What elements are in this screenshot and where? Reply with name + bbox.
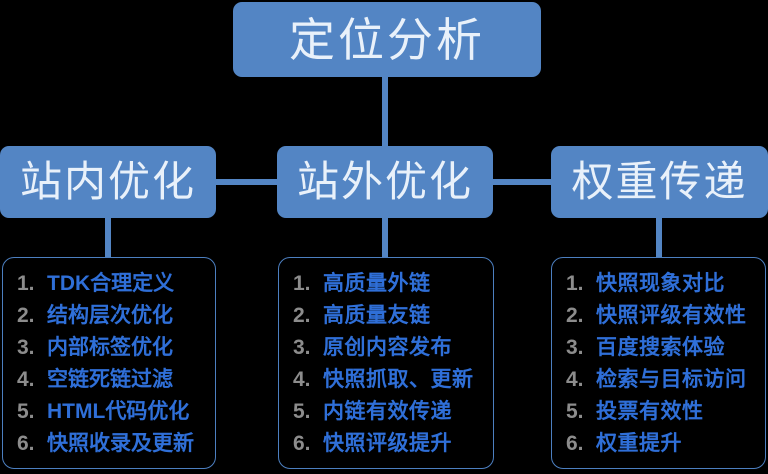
list-item-number: 6. <box>17 432 35 455</box>
list-item-number: 1. <box>17 272 35 295</box>
list-item-number: 1. <box>566 272 584 295</box>
list-item-number: 3. <box>17 336 35 359</box>
branch-node-offsite[interactable]: 站外优化 <box>277 146 493 218</box>
list-panel-weight: 1. 快照现象对比 2. 快照评级有效性 3. 百度搜索体验 4. 检索与目标访问 5.… <box>551 257 766 469</box>
list-item[interactable]: 4. 检索与目标访问 <box>566 363 759 395</box>
list-item[interactable]: 3. 内部标签优化 <box>17 331 209 363</box>
list-item-label: 权重提升 <box>596 432 682 455</box>
list-item-label: 高质量友链 <box>323 304 431 327</box>
branch-node-onsite[interactable]: 站内优化 <box>0 146 216 218</box>
list-item-label: 内部标签优化 <box>47 336 173 359</box>
connector-branch-1-to-panel <box>382 216 388 260</box>
list-item-number: 4. <box>17 368 35 391</box>
list-item-label: 检索与目标访问 <box>596 368 747 391</box>
list-item-label: 空链死链过滤 <box>47 368 173 391</box>
list-item[interactable]: 1. TDK合理定义 <box>17 267 209 299</box>
list-item-number: 5. <box>17 400 35 423</box>
list-item[interactable]: 2. 高质量友链 <box>293 299 487 331</box>
list-item-number: 5. <box>566 400 584 423</box>
list-item[interactable]: 3. 百度搜索体验 <box>566 331 759 363</box>
list-item-number: 5. <box>293 400 311 423</box>
list-item[interactable]: 4. 空链死链过滤 <box>17 363 209 395</box>
list-item-label: 高质量外链 <box>323 272 431 295</box>
list-item-label: 投票有效性 <box>596 400 704 423</box>
list-item-label: 结构层次优化 <box>47 304 173 327</box>
list-item[interactable]: 6. 快照评级提升 <box>293 427 487 459</box>
list-item-label: 快照收录及更新 <box>47 432 194 455</box>
list-item[interactable]: 3. 原创内容发布 <box>293 331 487 363</box>
list-item-label: HTML代码优化 <box>47 400 190 423</box>
list-item[interactable]: 5. HTML代码优化 <box>17 395 209 427</box>
connector-title-to-branch <box>382 77 388 149</box>
list-item-number: 6. <box>293 432 311 455</box>
list-item-number: 3. <box>293 336 311 359</box>
list-item[interactable]: 1. 高质量外链 <box>293 267 487 299</box>
list-item-number: 6. <box>566 432 584 455</box>
list-item-number: 4. <box>293 368 311 391</box>
list-item[interactable]: 5. 投票有效性 <box>566 395 759 427</box>
list-item[interactable]: 6. 快照收录及更新 <box>17 427 209 459</box>
list-item-number: 1. <box>293 272 311 295</box>
branch-node-label: 权重传递 <box>571 158 748 205</box>
connector-branch-left-to-center <box>214 179 279 185</box>
connector-branch-center-to-right <box>491 179 553 185</box>
list-item-label: 快照评级有效性 <box>596 304 747 327</box>
list-panel-offsite: 1. 高质量外链 2. 高质量友链 3. 原创内容发布 4. 快照抓取、更新 5. 内链有… <box>278 257 494 469</box>
list-item-label: 原创内容发布 <box>323 336 452 359</box>
list-item-label: 内链有效传递 <box>323 400 452 423</box>
root-node-label: 定位分析 <box>289 13 485 66</box>
list-item-number: 2. <box>17 304 35 327</box>
list-item[interactable]: 2. 结构层次优化 <box>17 299 209 331</box>
list-item[interactable]: 2. 快照评级有效性 <box>566 299 759 331</box>
list-item-number: 4. <box>566 368 584 391</box>
list-item-label: 快照评级提升 <box>323 432 452 455</box>
branch-node-weight[interactable]: 权重传递 <box>551 146 768 218</box>
connector-branch-0-to-panel <box>105 216 111 260</box>
list-item-number: 3. <box>566 336 584 359</box>
list-item-label: 百度搜索体验 <box>596 336 725 359</box>
list-item-label: 快照现象对比 <box>596 272 725 295</box>
list-item-number: 2. <box>566 304 584 327</box>
root-node[interactable]: 定位分析 <box>233 2 541 77</box>
list-item[interactable]: 6. 权重提升 <box>566 427 759 459</box>
list-item-label: 快照抓取、更新 <box>323 368 474 391</box>
connector-branch-2-to-panel <box>656 216 662 260</box>
list-item[interactable]: 1. 快照现象对比 <box>566 267 759 299</box>
list-item[interactable]: 5. 内链有效传递 <box>293 395 487 427</box>
branch-node-label: 站内优化 <box>19 158 196 205</box>
list-panel-onsite: 1. TDK合理定义 2. 结构层次优化 3. 内部标签优化 4. 空链死链过滤 5. H… <box>2 257 216 469</box>
branch-node-label: 站外优化 <box>296 158 473 205</box>
list-item-number: 2. <box>293 304 311 327</box>
list-item[interactable]: 4. 快照抓取、更新 <box>293 363 487 395</box>
list-item-label: TDK合理定义 <box>47 272 175 295</box>
